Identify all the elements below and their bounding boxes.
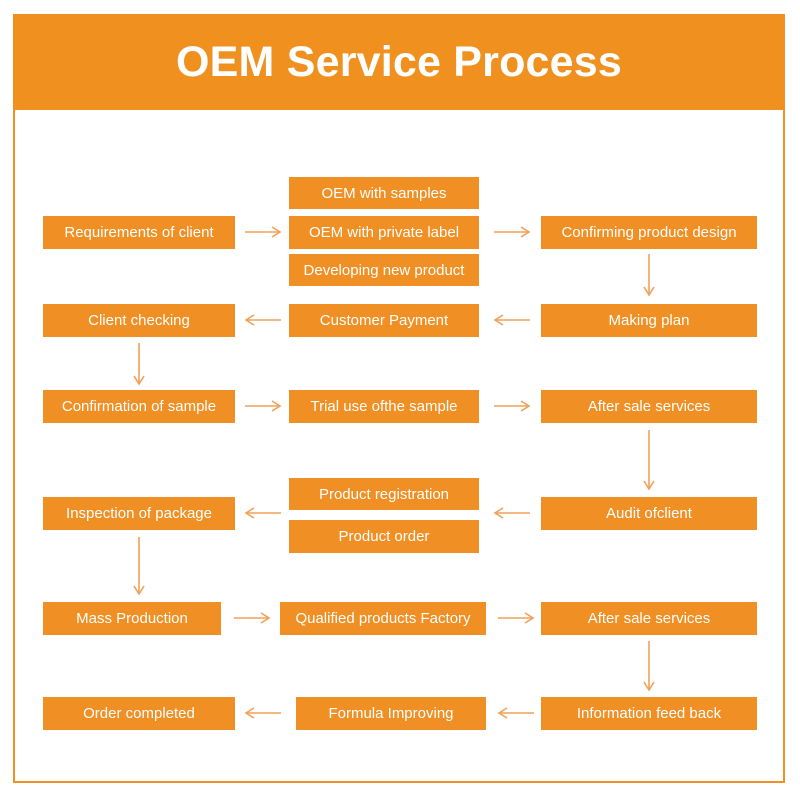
flowchart-node[interactable]: Product order [289,520,479,553]
flow-arrow-right [234,612,271,624]
page-title: OEM Service Process [176,37,622,86]
flowchart-node[interactable]: Confirming product design [541,216,757,249]
flowchart-node-label: Order completed [83,705,195,722]
flowchart-node-label: Inspection of package [66,505,212,522]
flowchart-node-label: Information feed back [576,705,722,722]
flowchart-node[interactable]: OEM with samples [289,177,479,209]
flowchart-node-label: Making plan [608,312,690,329]
flowchart-node-label: OEM with private label [308,224,460,241]
flowchart-node-label: Product registration [318,485,450,503]
flow-arrow-right [498,612,535,624]
flowchart-node-label: Confirmation of sample [61,398,217,415]
flow-arrow-left [497,707,534,719]
flowchart-node-label: Product order [338,528,430,545]
flow-arrow-down [133,537,145,596]
flowchart-node-label: After sale services [587,398,711,415]
flowchart-node-label: Customer Payment [319,312,449,329]
flowchart-node[interactable]: Requirements of client [43,216,235,249]
flowchart-node[interactable]: Product registration [289,478,479,510]
flow-arrow-down [643,641,655,692]
flowchart-node[interactable]: After sale services [541,602,757,635]
flowchart-node[interactable]: Developing new product [289,254,479,286]
flowchart-node[interactable]: Audit ofclient [541,497,757,530]
flowchart-node-label: Audit ofclient [606,505,692,522]
header-banner: OEM Service Process [13,14,785,110]
flowchart-node-label: After sale services [587,610,711,627]
flowchart-node[interactable]: OEM with private label [289,216,479,249]
flowchart-node-label: Formula Improving [328,705,454,722]
flow-arrow-right [245,400,282,412]
flow-arrow-right [245,226,282,238]
flow-arrow-right [494,226,531,238]
flowchart-node-label: Mass Production [76,610,188,627]
flow-arrow-down [133,343,145,386]
flowchart-node[interactable]: After sale services [541,390,757,423]
flowchart-node-label: Trial use ofthe sample [310,398,458,415]
flowchart-node[interactable]: Confirmation of sample [43,390,235,423]
flowchart-node[interactable]: Qualified products Factory [280,602,486,635]
flow-arrow-left [244,707,281,719]
flow-arrow-left [244,507,281,519]
flowchart-node-label: Developing new product [303,261,465,279]
flowchart-node[interactable]: Making plan [541,304,757,337]
flow-arrow-down [643,430,655,491]
flowchart-node[interactable]: Order completed [43,697,235,730]
flowchart-node-label: Qualified products Factory [295,610,471,627]
flowchart-node[interactable]: Customer Payment [289,304,479,337]
flowchart-node[interactable]: Inspection of package [43,497,235,530]
flow-arrow-right [494,400,531,412]
flowchart-node[interactable]: Mass Production [43,602,221,635]
flowchart-node-label: Client checking [88,312,190,329]
flow-arrow-left [493,507,530,519]
flow-arrow-left [244,314,281,326]
flow-arrow-left [493,314,530,326]
flowchart-node[interactable]: Trial use ofthe sample [289,390,479,423]
flowchart-node[interactable]: Client checking [43,304,235,337]
flowchart-node-label: Requirements of client [64,224,214,241]
flowchart-node[interactable]: Formula Improving [296,697,486,730]
flowchart-node[interactable]: Information feed back [541,697,757,730]
flowchart-node-label: OEM with samples [321,184,447,202]
flowchart-node-label: Confirming product design [561,224,737,241]
flow-arrow-down [643,254,655,297]
